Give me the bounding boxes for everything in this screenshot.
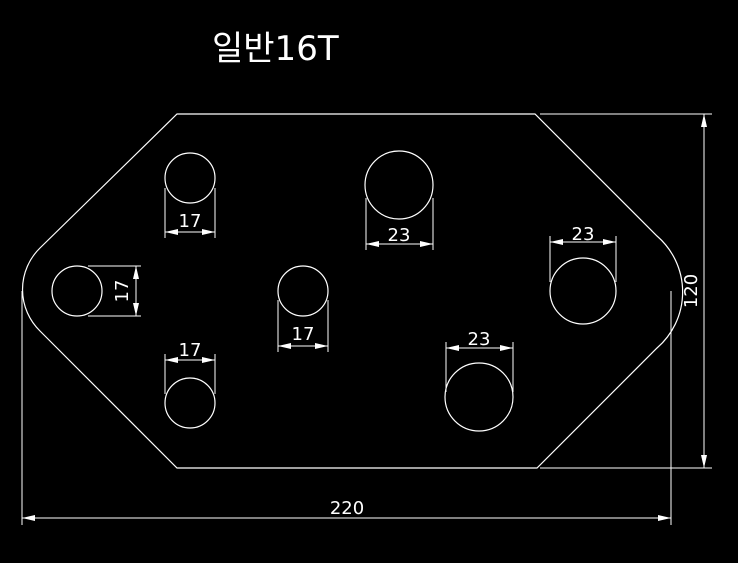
dimension-label: 120 — [681, 274, 702, 308]
dimension-label: 17 — [292, 324, 315, 345]
dimension-label: 220 — [330, 498, 364, 519]
dimension-label: 23 — [572, 224, 595, 245]
hole-top-center — [364, 150, 434, 220]
dimension-hole-top-center: 23 — [365, 198, 434, 250]
dimension-hole-left: 17 — [88, 265, 141, 317]
hole-right — [549, 257, 617, 325]
dimension-label: 17 — [179, 340, 202, 361]
dimension-label: 17 — [112, 280, 133, 303]
dimension-hole-center: 17 — [277, 300, 329, 352]
dimension-hole-bottom-right: 23 — [445, 329, 514, 392]
dimension-overall-width: 220 — [21, 291, 672, 525]
hole-top-left — [164, 152, 216, 204]
dimension-hole-top-left: 17 — [164, 188, 216, 238]
hole-bottom-left — [164, 377, 216, 429]
hole-bottom-right — [444, 362, 514, 432]
plate-outline — [22, 113, 684, 469]
dimension-label: 23 — [468, 329, 491, 350]
dimension-overall-height: 120 — [540, 113, 712, 469]
dimension-hole-bottom-left: 17 — [164, 340, 216, 394]
drawing-title: 일반16T — [212, 29, 339, 69]
dimension-label: 17 — [179, 211, 202, 232]
dimension-label: 23 — [388, 225, 411, 246]
hole-left — [51, 265, 103, 317]
dimension-hole-right: 23 — [549, 224, 617, 282]
hole-center — [277, 265, 329, 317]
